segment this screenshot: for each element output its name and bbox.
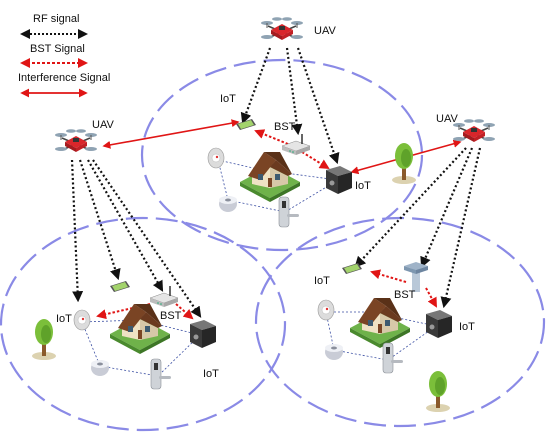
- cell-ring-left: [0, 216, 287, 432]
- local-link: [217, 159, 339, 213]
- rf-link: [285, 47, 303, 136]
- label-uav-right: UAV: [436, 113, 458, 125]
- rf-link: [70, 159, 84, 303]
- sensor-center: [219, 196, 237, 212]
- door-lock-right: [382, 342, 404, 374]
- bst-links: [96, 129, 437, 320]
- uav-top: [260, 16, 304, 41]
- thermostat-left: [73, 309, 91, 331]
- tablet-left: [110, 281, 130, 292]
- rf-link: [440, 147, 482, 309]
- bst-link: [175, 303, 194, 320]
- rf-link: [92, 159, 202, 318]
- label-bst-center: BST: [274, 121, 296, 133]
- legend-bst-label: BST Signal: [30, 43, 85, 55]
- uav-left: [54, 128, 98, 153]
- sensor-left: [91, 360, 109, 376]
- thermostat-center: [207, 147, 225, 169]
- door-lock-center: [278, 196, 300, 228]
- legend: RF signal BST Signal Interference Signal: [18, 13, 110, 98]
- label-bst-right: BST: [394, 289, 416, 301]
- rf-link: [420, 147, 474, 269]
- bst-link: [370, 269, 407, 283]
- label-iot-left-bottom: IoT: [203, 368, 219, 380]
- label-iot-center-top: IoT: [220, 93, 236, 105]
- tree-center: [392, 143, 416, 184]
- rf-link: [296, 47, 340, 165]
- label-uav-top: UAV: [314, 25, 336, 37]
- label-iot-right-bottom: IoT: [459, 321, 475, 333]
- legend-interference-label: Interference Signal: [18, 72, 110, 84]
- label-iot-right: IoT: [314, 275, 330, 287]
- bst-link: [254, 129, 289, 145]
- tablet-right: [342, 263, 362, 274]
- cell-rings: [0, 58, 546, 432]
- label-uav-left: UAV: [92, 119, 114, 131]
- tree-left: [32, 319, 56, 360]
- bst-router-right: [404, 262, 428, 292]
- rf-link: [78, 159, 121, 281]
- house-center: [240, 152, 300, 202]
- sensor-right: [325, 344, 343, 360]
- safe-center: [326, 166, 352, 194]
- label-iot-left: IoT: [56, 313, 72, 325]
- bst-router-center: [281, 133, 311, 156]
- label-iot-center-right: IoT: [355, 180, 371, 192]
- safe-left: [190, 320, 216, 348]
- bst-link: [425, 287, 437, 308]
- tree-right: [426, 371, 450, 412]
- tablet-center: [236, 119, 256, 130]
- bst-link: [301, 151, 330, 170]
- door-lock-left: [150, 358, 172, 390]
- uav-right: [452, 118, 496, 143]
- local-link: [81, 321, 201, 377]
- rf-link: [240, 47, 272, 125]
- safe-right: [426, 310, 452, 338]
- interference-link: [102, 119, 240, 149]
- thermostat-right: [317, 299, 335, 321]
- legend-rf-label: RF signal: [33, 13, 79, 25]
- label-bst-left: BST: [160, 310, 182, 322]
- bst-router-left: [149, 285, 179, 308]
- house-right: [350, 298, 410, 348]
- rf-link: [87, 159, 164, 292]
- rf-links: [70, 47, 482, 318]
